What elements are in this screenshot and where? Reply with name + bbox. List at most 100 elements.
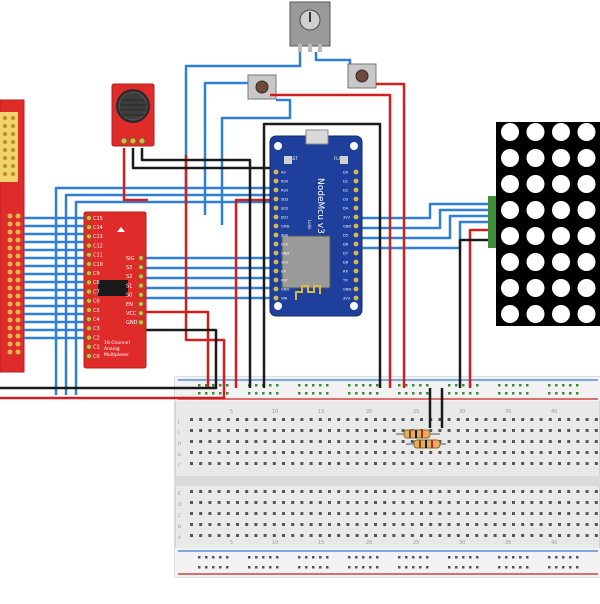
header-pin [15,269,21,275]
tie-point [558,429,561,432]
tie-point [208,440,212,443]
tie-point [594,462,598,465]
tie-point [337,534,341,537]
tie-point [217,462,221,465]
resistors [396,429,446,449]
push-button-2 [347,63,377,89]
nodemcu-pin [273,169,279,175]
tie-point [576,440,580,443]
tie-point [328,523,331,526]
rst-label: RST [290,156,298,161]
tie-point [576,418,580,421]
matrix-led [552,227,570,245]
tie-point [374,490,377,493]
mux-pin-label: S2 [126,274,132,280]
tie-point [208,418,212,421]
tie-point [594,512,598,515]
rail-hole [198,392,201,395]
tie-point [392,429,396,432]
tie-point [420,418,423,421]
tie-point [392,440,396,443]
rail-hole [248,392,251,395]
nodemcu-pin [353,241,359,247]
tie-point [383,451,387,454]
rail-hole [419,556,422,559]
tie-point [548,418,552,421]
rail-hole [305,392,308,395]
tie-point [254,523,258,526]
rail-hole [226,384,229,387]
tie-point [456,418,460,421]
rail-hole [398,384,401,387]
tie-point [447,462,451,465]
tie-point [263,512,267,515]
mux-pin-label: C4 [93,317,100,323]
tie-point [484,512,488,515]
tie-point [410,451,414,454]
tie-point [530,534,534,537]
header-pin [7,309,13,315]
mux-title-line: 16-Channel [104,340,130,346]
tie-point [567,451,571,454]
rail-hole [498,556,501,559]
rail-hole [376,566,379,569]
rail-hole [505,392,508,395]
tie-point [374,418,377,421]
wire-blue [360,202,492,220]
rail-hole [326,566,329,569]
header-pin [7,237,13,243]
tie-point [558,451,561,454]
tie-point [392,490,396,493]
tie-point [447,451,451,454]
tie-point [530,523,534,526]
tie-point [466,440,469,443]
mic-pin [120,137,128,145]
tie-point [420,451,423,454]
header-pin [7,301,13,307]
tie-point [539,523,543,526]
tie-point [374,429,377,432]
matrix-led [526,201,545,219]
tie-point [420,462,423,465]
tie-point [456,534,460,537]
row-letter: G [178,452,182,458]
tie-point [401,501,405,504]
tie-point [309,490,313,493]
tie-point [337,429,341,432]
left-breakout-board [0,99,25,373]
mux-pin-label: C1 [93,345,100,351]
rail-hole [512,392,515,395]
mux-pin [85,224,93,231]
tie-point [502,418,506,421]
matrix-led [552,279,570,297]
mux-chip [98,280,128,296]
nodemcu-pin [273,250,279,256]
rail-hole [498,566,501,569]
mux-pin [85,214,93,222]
tie-point [374,451,377,454]
rail-hole [505,566,508,569]
tie-point [355,523,359,526]
tie-point [484,523,488,526]
tie-point [585,501,589,504]
tie-point [539,418,543,421]
tie-point [282,501,285,504]
rail-hole [312,566,315,569]
rail-hole [576,384,579,387]
rail-hole [519,384,522,387]
tie-point [272,418,276,421]
tie-point [558,512,561,515]
matrix-led [552,123,570,141]
tie-point [282,512,285,515]
tie-point [585,429,589,432]
row-letter: D [178,502,182,508]
tie-point [475,451,479,454]
rail-hole [269,566,272,569]
rail-hole [505,384,508,387]
tie-point [346,534,350,537]
mux-pin-label: C14 [93,225,103,231]
tie-point [576,534,580,537]
tie-point [530,440,534,443]
mux-pin-label: C5 [93,308,100,314]
tie-point [502,534,506,537]
